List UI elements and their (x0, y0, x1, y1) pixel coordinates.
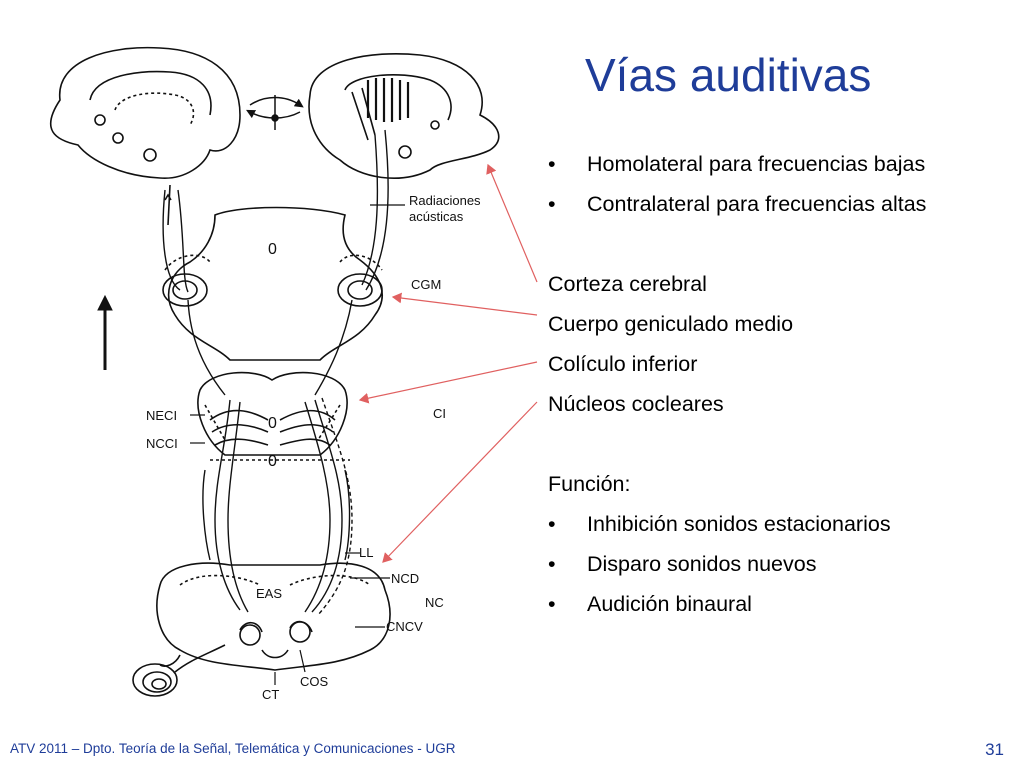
label-eas: EAS (256, 586, 282, 601)
arrow-nucleos (382, 401, 538, 563)
right-cortex-drawing (308, 52, 500, 179)
structure-corteza: Corteza cerebral (548, 272, 707, 296)
label-ct: CT (262, 687, 279, 702)
structure-coliculo: Colículo inferior (548, 352, 698, 376)
label-radiaciones-1: Radiaciones (409, 193, 481, 208)
arrow-colliculo (358, 361, 538, 404)
cochlea-drawing (132, 644, 226, 697)
spacer (548, 424, 1018, 464)
label-ci: CI (433, 406, 446, 421)
structure-cgm: Cuerpo geniculado medio (548, 312, 794, 336)
thalamus-drawing (162, 206, 384, 361)
label-leaders (190, 204, 405, 685)
structure-nucleos: Núcleos cocleares (548, 392, 724, 416)
spacer (548, 224, 1018, 264)
label-ncd: NCD (391, 571, 419, 586)
arrow-corteza (486, 163, 538, 283)
bullet-homolateral: Homolateral para frecuencias bajas (548, 144, 1018, 184)
brainstem-drawing (156, 562, 391, 671)
label-cgm: CGM (411, 277, 441, 292)
upward-arrow (97, 294, 113, 370)
bullet-inhibicion: Inhibición sonidos estacionarios (548, 504, 1018, 544)
label-radiaciones-2: acústicas (409, 209, 464, 224)
function-heading: Función: (548, 472, 631, 496)
label-zero-1: 0 (268, 241, 277, 258)
page-number: 31 (985, 740, 1004, 759)
footer-text: ATV 2011 – Dpto. Teoría de la Señal, Tel… (10, 741, 456, 756)
bullet-binaural: Audición binaural (548, 584, 1018, 624)
arrow-cgm (391, 292, 538, 316)
midline-crossing-arrows (246, 95, 304, 130)
label-zero-3: 0 (268, 453, 277, 470)
pointer-arrows (358, 163, 538, 563)
left-cortex-drawing (49, 46, 241, 226)
label-cos: COS (300, 674, 329, 689)
slide-content: Homolateral para frecuencias bajas Contr… (548, 144, 1018, 624)
slide-title: Vías auditivas (585, 49, 872, 101)
label-ll: LL (359, 545, 373, 560)
label-ncci: NCCI (146, 436, 178, 451)
bullet-disparo: Disparo sonidos nuevos (548, 544, 1018, 584)
label-nc: NC (425, 595, 444, 610)
label-neci: NECI (146, 408, 177, 423)
bullet-contralateral: Contralateral para frecuencias altas (548, 184, 1018, 224)
ascending-pathways (162, 129, 389, 616)
label-cncv: CNCV (386, 619, 423, 634)
label-zero-2: 0 (268, 415, 277, 432)
colliculus-drawing (197, 371, 348, 456)
